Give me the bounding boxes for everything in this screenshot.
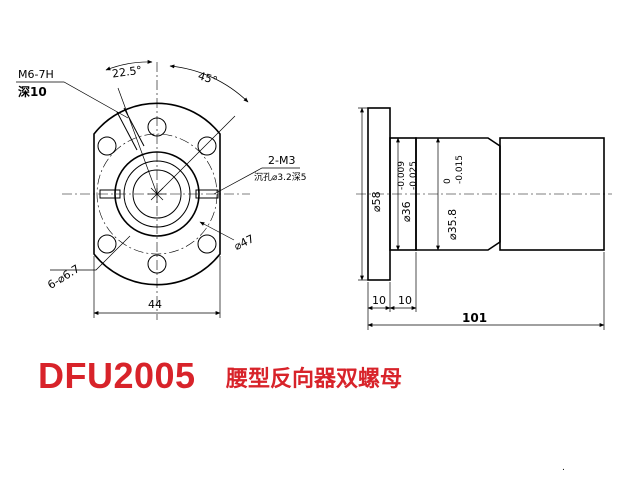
flange-dia-label: ⌀58 bbox=[370, 191, 383, 212]
side-end-cap bbox=[499, 137, 605, 251]
width-label: 44 bbox=[148, 298, 162, 311]
holes-label: 6-⌀6.7 bbox=[45, 262, 82, 292]
nut-outer-circle bbox=[123, 160, 191, 228]
tol-a-lower: -0.025 bbox=[409, 161, 419, 190]
side-spec-label: 沉孔⌀3.2深5 bbox=[254, 172, 306, 183]
model-title: DFU2005 bbox=[38, 355, 196, 396]
side-leader bbox=[213, 167, 300, 195]
angle-arc-22 bbox=[105, 59, 153, 71]
mount-hole-bottom-left bbox=[97, 234, 117, 254]
angle-small-label: 22.5° bbox=[111, 64, 143, 81]
thread-label: M6-7H bbox=[18, 68, 54, 81]
flange-outline bbox=[93, 102, 221, 286]
total-len-label: 101 bbox=[462, 311, 487, 325]
pcd-label: ⌀47 bbox=[232, 232, 256, 253]
pcd-leader bbox=[199, 221, 235, 241]
pitch-circle bbox=[96, 133, 218, 255]
mount-hole-top-left bbox=[97, 136, 117, 156]
side-port-right bbox=[195, 189, 219, 199]
body-dia-a-label: ⌀36 bbox=[400, 201, 413, 222]
mount-hole-bottom-right bbox=[197, 234, 217, 254]
mount-hole-top-right bbox=[197, 136, 217, 156]
side-thread-label: 2-M3 bbox=[268, 154, 295, 167]
mount-hole-bottom bbox=[147, 254, 167, 274]
holes-leader bbox=[50, 235, 131, 271]
mount-hole-top bbox=[147, 117, 167, 137]
tol-b-lower: -0.015 bbox=[455, 155, 465, 184]
body-outer-circle bbox=[114, 151, 200, 237]
tol-b-upper: 0 bbox=[443, 178, 453, 184]
side-port-left bbox=[99, 189, 121, 199]
nut-inner-circle bbox=[132, 169, 182, 219]
depth-label: 深10 bbox=[18, 84, 47, 99]
angle-large-label: 45° bbox=[196, 69, 219, 87]
step-len-label: 10 bbox=[398, 294, 412, 307]
product-name: 腰型反向器双螺母 bbox=[226, 367, 403, 392]
body-dia-b-label: ⌀35.8 bbox=[446, 209, 459, 240]
thread-leader bbox=[16, 81, 129, 119]
tol-a-upper: -0.009 bbox=[397, 161, 407, 190]
front-view: M6-7H 深10 22.5° 45° 2-M3 沉孔⌀3.2深5 6-⌀6.7… bbox=[16, 59, 306, 320]
side-view: ⌀58 ⌀36 -0.009 -0.025 ⌀35.8 0 -0.015 10 … bbox=[356, 107, 612, 330]
angle-arc-45 bbox=[169, 64, 249, 103]
corner-dot: . bbox=[562, 463, 565, 473]
flange-thick-label: 10 bbox=[372, 294, 386, 307]
